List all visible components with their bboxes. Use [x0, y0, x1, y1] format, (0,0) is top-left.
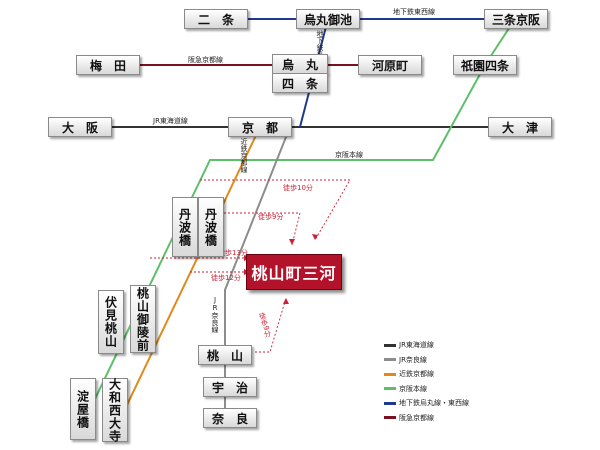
legend-swatch-jr-tokaido	[384, 343, 396, 347]
line-label-hankyu: 阪急京都線	[188, 56, 223, 64]
kintetsu-line	[114, 126, 261, 431]
station-yamato-saidaiji[interactable]: 大和西大寺	[102, 378, 128, 443]
walk-arrow-9b	[283, 298, 289, 304]
station-yodoyabashi[interactable]: 淀屋橋	[70, 378, 96, 440]
jr-nara-line	[224, 126, 291, 418]
legend-row-jr-nara: JR奈良線	[384, 353, 594, 368]
station-kyoto[interactable]: 京 都	[228, 117, 292, 137]
walk-arrow-9a	[289, 239, 295, 245]
walk-route-9b	[255, 297, 287, 353]
legend-swatch-keihan	[384, 387, 396, 391]
legend-swatch-subway	[384, 401, 396, 405]
station-gion-shijo[interactable]: 祇園四条	[453, 55, 517, 75]
line-label-kintetsu: 近鉄京都線	[240, 138, 248, 173]
destination-box: 桃山町三河	[246, 254, 342, 290]
legend-row-jr-tokaido: JR東海道線	[384, 338, 594, 353]
station-momoyama[interactable]: 桃 山	[198, 345, 252, 365]
legend-swatch-jr-nara	[384, 358, 396, 362]
walk-route-10	[200, 179, 351, 241]
walk-time-9a: 徒歩9分	[258, 213, 284, 221]
line-label-jr-tokaido: JR東海道線	[153, 117, 188, 125]
legend-label-keihan: 京阪本線	[399, 384, 427, 393]
keihan-line	[79, 18, 516, 431]
station-karasuma[interactable]: 烏 丸	[272, 54, 328, 74]
line-label-subway-karasuma: 地下鉄烏丸線	[316, 30, 324, 72]
legend-swatch-hankyu	[384, 416, 396, 420]
station-uji[interactable]: 宇 治	[203, 377, 257, 397]
station-kawaramachi[interactable]: 河原町	[358, 55, 422, 75]
station-tambabashi-keihan[interactable]: 丹波橋	[172, 197, 198, 257]
walk-arrow-10	[312, 234, 318, 240]
legend: JR東海道線 JR奈良線 近鉄京都線 京阪本線 地下鉄烏丸線・東西線 阪急京都線	[384, 338, 594, 425]
legend-label-hankyu: 阪急京都線	[399, 413, 434, 422]
station-tambabashi-kintetsu[interactable]: 丹波橋	[198, 197, 224, 257]
line-label-subway-tozai: 地下鉄東西線	[393, 8, 435, 16]
station-nara[interactable]: 奈 良	[203, 408, 257, 428]
legend-row-hankyu: 阪急京都線	[384, 411, 594, 426]
walk-route-9a	[220, 212, 301, 246]
legend-row-keihan: 京阪本線	[384, 382, 594, 397]
walk-time-12: 徒歩12分	[211, 274, 241, 282]
legend-swatch-kintetsu	[384, 372, 396, 376]
station-osaka[interactable]: 大 阪	[48, 117, 112, 137]
walk-time-13: 徒歩13分	[218, 249, 248, 257]
legend-label-jr-nara: JR奈良線	[399, 355, 427, 364]
station-otsu[interactable]: 大 津	[488, 117, 552, 137]
station-fushimi-momoyama[interactable]: 伏見桃山	[98, 290, 124, 354]
legend-label-jr-tokaido: JR東海道線	[399, 341, 434, 350]
station-sanjo-keihan[interactable]: 三条京阪	[484, 9, 548, 29]
station-nijo[interactable]: 二 条	[184, 9, 248, 29]
line-label-jr-nara: JR奈良線	[211, 296, 219, 333]
legend-label-subway: 地下鉄烏丸線・東西線	[399, 399, 469, 408]
legend-row-subway: 地下鉄烏丸線・東西線	[384, 396, 594, 411]
station-momoyama-goryomae[interactable]: 桃山御陵前	[130, 285, 156, 353]
station-umeda[interactable]: 梅 田	[76, 55, 140, 75]
line-label-keihan: 京阪本線	[335, 151, 363, 159]
legend-row-kintetsu: 近鉄京都線	[384, 367, 594, 382]
station-shijo[interactable]: 四 条	[272, 73, 328, 93]
legend-label-kintetsu: 近鉄京都線	[399, 370, 434, 379]
station-karasuma-oike[interactable]: 烏丸御池	[296, 9, 360, 29]
walk-time-10: 徒歩10分	[283, 184, 313, 192]
